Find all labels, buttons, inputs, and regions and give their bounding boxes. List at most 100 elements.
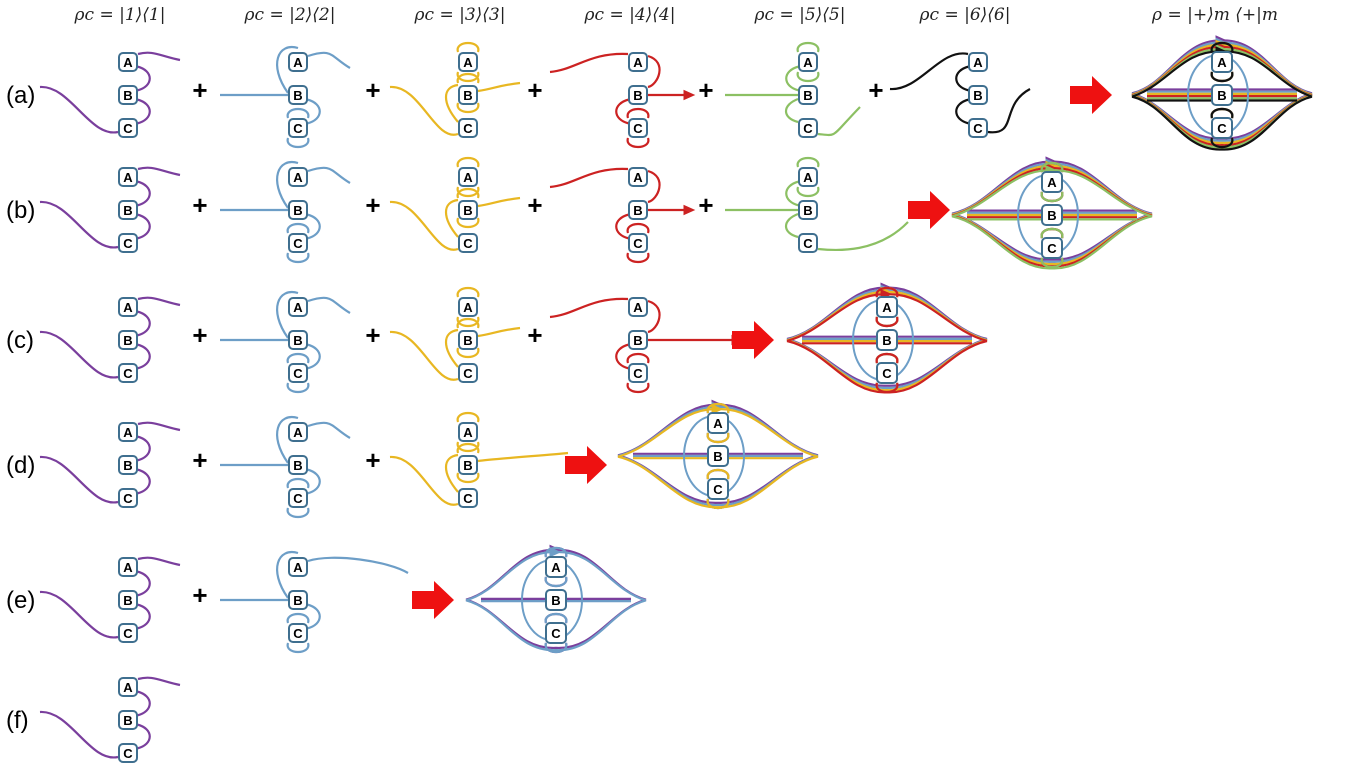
node-label: B: [1217, 88, 1226, 103]
node-box: [968, 118, 988, 138]
node-c: C: [628, 118, 648, 138]
path-line: [987, 88, 1031, 134]
node-label: A: [293, 300, 303, 315]
node-label: B: [882, 333, 891, 348]
loop-arc: [456, 186, 480, 198]
node-label: B: [123, 88, 132, 103]
node-c: C: [118, 488, 138, 508]
node-box: [628, 200, 648, 220]
node-c: C: [288, 488, 308, 508]
path-line: [137, 166, 181, 177]
loop-arc: [955, 98, 970, 125]
term-c3: ABC: [389, 411, 569, 508]
loop-arc: [286, 352, 310, 364]
plus-sign: +: [698, 190, 713, 220]
node-box: [628, 330, 648, 350]
loop-arc: [544, 642, 568, 654]
loop-arc: [286, 137, 310, 149]
loop-arc: [615, 213, 630, 240]
header-c1: ρc = |1⟩⟨1|: [74, 5, 166, 25]
node-c: C: [628, 363, 648, 383]
node-label: A: [123, 170, 133, 185]
header-c3: ρc = |3⟩⟨3|: [414, 5, 506, 25]
node-a: A: [628, 52, 648, 72]
header-c4: ρc = |4⟩⟨4|: [584, 5, 676, 25]
loop-arc: [626, 107, 650, 119]
header-c2: ρc = |2⟩⟨2|: [244, 5, 336, 25]
node-b: B: [458, 455, 478, 475]
node-b: B: [288, 85, 308, 105]
loop-arc: [286, 107, 310, 119]
node-label: A: [463, 170, 473, 185]
node-box: [118, 422, 138, 442]
node-a: A: [458, 167, 478, 187]
term-c1: A B C: [39, 51, 181, 138]
term-c1: ABC: [39, 296, 181, 383]
row-label: (a): [6, 82, 35, 109]
node-box: [458, 488, 478, 508]
node-c: C: [288, 118, 308, 138]
superposed-path: [1131, 95, 1313, 151]
path-line: [137, 421, 181, 432]
plus-sign: +: [365, 445, 380, 475]
node-label: B: [803, 88, 812, 103]
node-box: [288, 118, 308, 138]
node-box: [1211, 84, 1233, 106]
path-line: [444, 328, 459, 368]
path-line: [276, 45, 299, 94]
term-c1: A BC: [39, 421, 181, 508]
loop-arc: [136, 343, 151, 370]
loop-arc: [706, 402, 730, 414]
result-arrow-icon: [1070, 76, 1112, 114]
node-box: [458, 200, 478, 220]
node-label: B: [123, 713, 132, 728]
loop-arc: [456, 316, 480, 328]
loop-arc: [615, 98, 630, 125]
path-line: [307, 421, 351, 439]
node-label: B: [123, 458, 132, 473]
node-a: A: [118, 167, 138, 187]
loop-arc: [796, 71, 820, 83]
node-box: [288, 85, 308, 105]
node-a: A: [118, 422, 138, 442]
path-line: [39, 455, 119, 504]
loop-arc: [286, 222, 310, 234]
node-label: C: [123, 366, 133, 381]
plus-sign: +: [365, 190, 380, 220]
path-line: [307, 296, 351, 314]
node-c: C: [288, 623, 308, 643]
node-b: B: [707, 445, 729, 467]
node-label: B: [293, 203, 302, 218]
loop-arc: [286, 612, 310, 624]
loop-arc: [796, 186, 820, 198]
loop-arc: [875, 316, 899, 328]
node-label: C: [123, 121, 133, 136]
loop-arc: [456, 411, 480, 423]
node-label: B: [463, 333, 472, 348]
row-label: (d): [6, 452, 35, 479]
node-label: C: [463, 236, 473, 251]
node-label: B: [123, 593, 132, 608]
path-line: [444, 453, 459, 493]
node-c: C: [458, 488, 478, 508]
node-label: B: [123, 333, 132, 348]
node-box: [118, 233, 138, 253]
loop-arc: [796, 156, 820, 168]
path-line: [817, 221, 909, 252]
node-a: A: [1041, 171, 1063, 193]
row-label: (b): [6, 197, 35, 224]
node-label: B: [973, 88, 982, 103]
node-box: [118, 488, 138, 508]
path-line: [477, 81, 521, 93]
node-box: [288, 590, 308, 610]
node-label: B: [293, 458, 302, 473]
node-box: [288, 297, 308, 317]
path-line: [477, 451, 569, 463]
path-line: [477, 326, 521, 338]
loop-arc: [306, 343, 321, 370]
node-label: A: [123, 55, 133, 70]
node-box: [1211, 51, 1233, 73]
